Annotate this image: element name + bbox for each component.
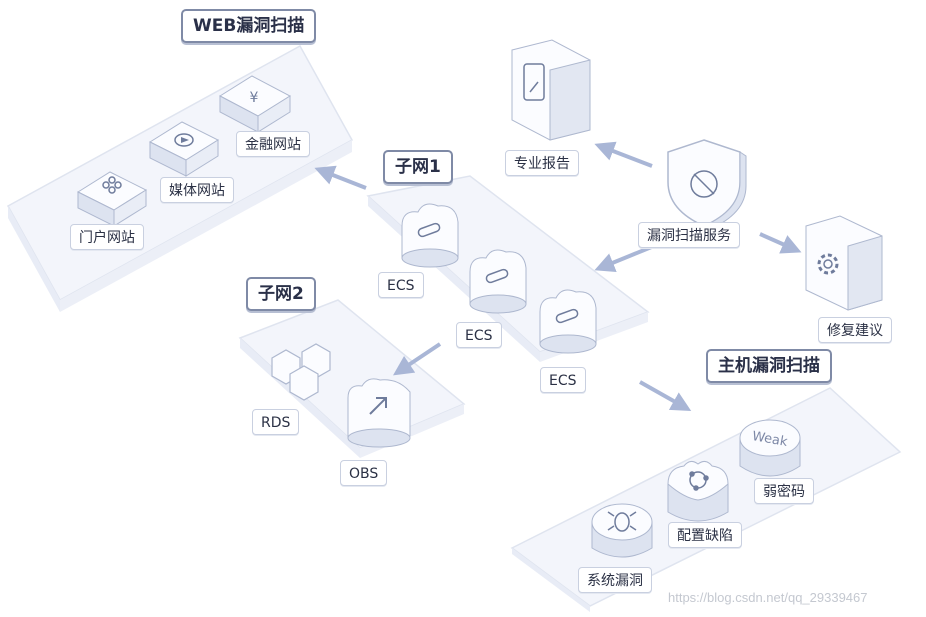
phone-report-icon	[523, 63, 545, 101]
arrow-to-web	[314, 165, 367, 190]
repair-label: 修复建议	[818, 317, 892, 343]
config-defect-label: 配置缺陷	[668, 522, 742, 548]
ecs-device-2	[469, 249, 527, 314]
arrow-to-subnet1	[594, 244, 655, 272]
finance-device: ¥	[218, 75, 292, 133]
repair-device	[805, 215, 883, 311]
play-icon	[174, 133, 194, 147]
yen-icon: ¥	[250, 90, 259, 106]
bug-icon	[607, 511, 637, 532]
ecs-device-3	[539, 289, 597, 354]
watermark: https://blog.csdn.net/qq_29339467	[668, 590, 868, 605]
subnet2-title: 子网2	[246, 277, 316, 311]
report-device	[511, 39, 591, 141]
cloud-icon	[485, 268, 509, 284]
arrow-to-host	[639, 380, 692, 411]
obs-label: OBS	[340, 460, 388, 486]
finance-label: 金融网站	[236, 131, 310, 157]
cloud-icon	[555, 308, 579, 324]
scan-service-shield	[667, 139, 747, 231]
media-device	[148, 121, 220, 177]
report-label: 专业报告	[505, 150, 579, 176]
weak-password-label: 弱密码	[754, 478, 814, 504]
web-scan-title: WEB漏洞扫描	[181, 9, 317, 43]
refresh-icon	[689, 471, 709, 491]
ecs-label-1: ECS	[378, 272, 424, 298]
media-label: 媒体网站	[160, 177, 234, 203]
config-defect-device	[667, 460, 729, 522]
arrow-to-repair	[759, 232, 802, 254]
system-vuln-label: 系统漏洞	[578, 567, 652, 593]
subnet1-title: 子网1	[383, 150, 453, 184]
ecs-label-2: ECS	[456, 322, 502, 348]
puzzle-icon	[102, 176, 122, 194]
ecs-device-1	[401, 203, 459, 268]
obs-device	[347, 378, 411, 448]
ecs-label-3: ECS	[540, 367, 586, 393]
cloud-icon	[417, 222, 441, 238]
host-scan-title: 主机漏洞扫描	[706, 349, 832, 383]
rds-label: RDS	[252, 409, 300, 435]
rds-device	[271, 343, 331, 401]
arrow-to-report	[594, 141, 653, 168]
flow-arrows	[314, 141, 802, 411]
portal-label: 门户网站	[70, 224, 144, 250]
shield-icon	[690, 170, 718, 198]
arrow-to-subnet2	[393, 342, 442, 376]
hexagon-icon	[271, 343, 331, 401]
portal-device	[76, 171, 148, 227]
gear-icon	[817, 253, 839, 275]
weak-password-device: Weak	[739, 419, 801, 477]
scan-service-label: 漏洞扫描服务	[638, 222, 740, 248]
upload-arrow-icon	[369, 397, 387, 415]
system-vuln-device	[591, 503, 653, 558]
weak-badge: Weak	[751, 429, 789, 450]
